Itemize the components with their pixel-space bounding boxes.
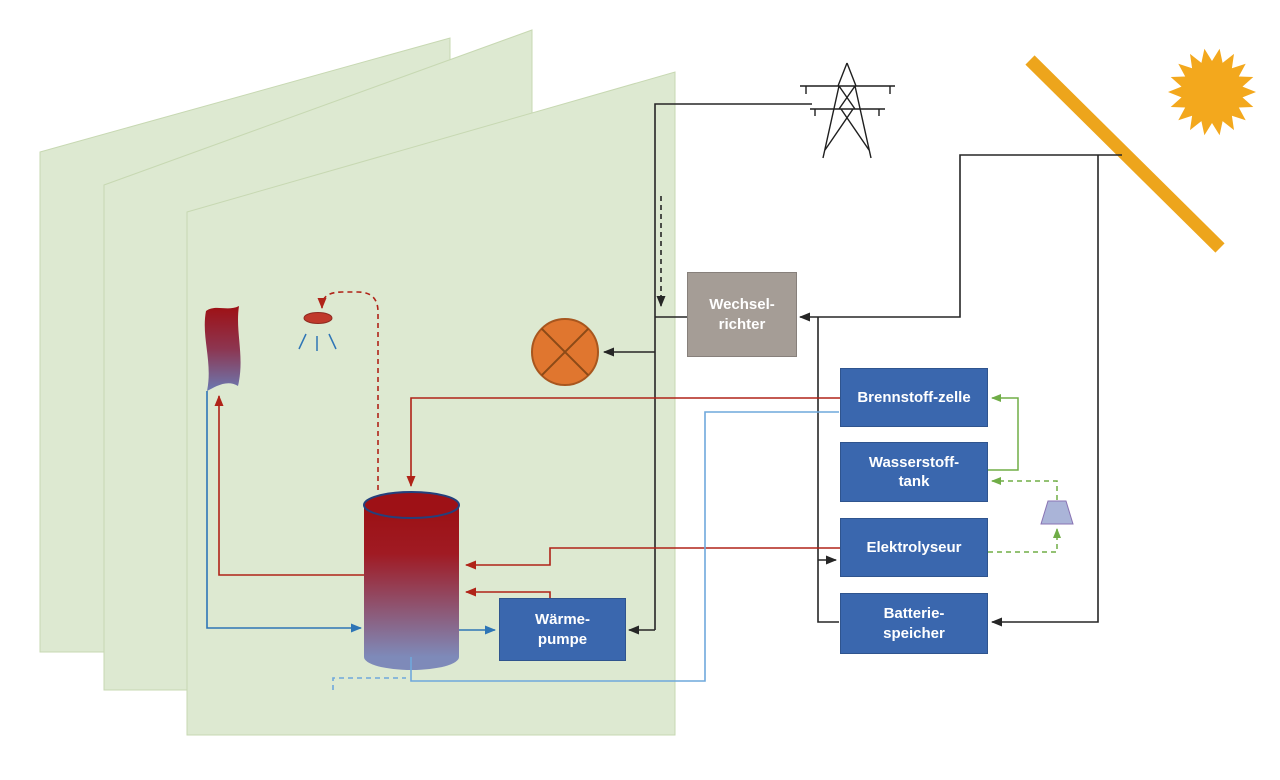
- inverter-box: Wechsel- richter: [687, 272, 797, 357]
- fuel-cell-box: Brennstoff-zelle: [840, 368, 988, 427]
- sun-core: [1182, 62, 1242, 122]
- electrolyzer-box: Elektrolyseur: [840, 518, 988, 577]
- lamp-icon: [531, 318, 599, 386]
- cold-water-inlet-dashed: [332, 677, 406, 690]
- hot-water-tank: [363, 491, 460, 670]
- hydrogen-tank-box: Wasserstoff- tank: [840, 442, 988, 502]
- shower-pipe-dashed: [317, 291, 379, 490]
- radiator-icon: [204, 306, 241, 391]
- house-layer-front: [186, 71, 676, 736]
- compressor-icon: [1040, 500, 1074, 525]
- hydrogen-lines: [988, 394, 1061, 553]
- solar-panel: [1025, 55, 1225, 253]
- heat-pump-box: Wärme- pumpe: [499, 598, 626, 661]
- electricity-lines: [603, 103, 1122, 635]
- battery-storage-box: Batterie- speicher: [840, 593, 988, 654]
- power-pylon-icon: [800, 62, 895, 159]
- shower-icon: [298, 312, 337, 351]
- sun-icon: [1168, 48, 1256, 136]
- heat-supply-lines: [214, 291, 840, 598]
- return-lines: [206, 391, 839, 690]
